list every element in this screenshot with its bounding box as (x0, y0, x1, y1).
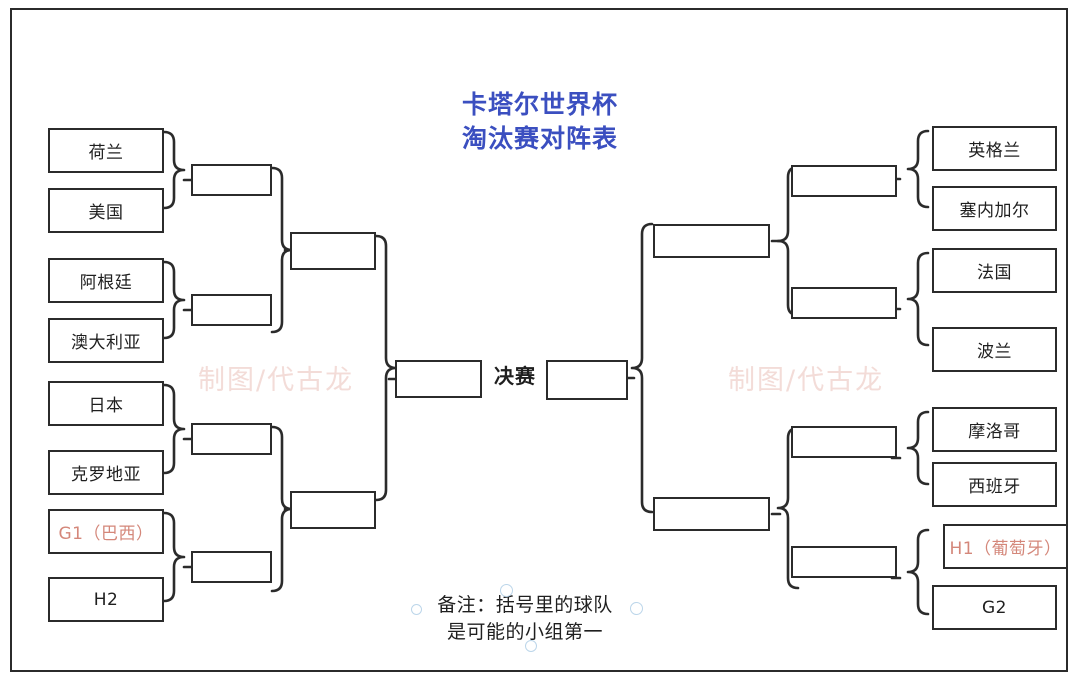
team-box-france[interactable]: 法国 (932, 248, 1057, 293)
watermark-right: 制图/代古龙 (728, 365, 885, 396)
footnote-line-2: 是可能的小组第一 (446, 621, 603, 643)
right-quarterfinal-box-3[interactable] (791, 426, 897, 458)
left-finalist-box[interactable] (395, 360, 482, 398)
right-semifinal-box-1[interactable] (653, 224, 770, 258)
team-box-argentina[interactable]: 阿根廷 (48, 258, 164, 303)
team-box-g1-brazil[interactable]: G1（巴西） (48, 509, 164, 554)
right-semifinal-box-2[interactable] (653, 497, 770, 531)
team-box-poland[interactable]: 波兰 (932, 327, 1057, 372)
final-label: 决赛 (494, 364, 536, 388)
team-box-h2[interactable]: H2 (48, 577, 164, 622)
left-quarterfinal-box-3[interactable] (191, 423, 272, 455)
title-line-1: 卡塔尔世界杯 (461, 90, 618, 119)
footnote-line-1: 备注：括号里的球队 (437, 594, 613, 616)
decorative-circle-left (411, 604, 422, 615)
left-quarterfinal-box-4[interactable] (191, 551, 272, 583)
team-box-senegal[interactable]: 塞内加尔 (932, 186, 1057, 231)
team-box-japan[interactable]: 日本 (48, 381, 164, 426)
decorative-circle-top (500, 584, 513, 597)
right-quarterfinal-box-1[interactable] (791, 165, 897, 197)
right-quarterfinal-box-2[interactable] (791, 287, 897, 319)
title-line-2: 淘汰赛对阵表 (461, 124, 618, 153)
left-quarterfinal-box-1[interactable] (191, 164, 272, 196)
team-box-croatia[interactable]: 克罗地亚 (48, 450, 164, 495)
team-box-spain[interactable]: 西班牙 (932, 462, 1057, 507)
decorative-circle-bottom (525, 640, 537, 652)
decorative-circle-right (630, 602, 643, 615)
page-title: 卡塔尔世界杯 淘汰赛对阵表 (390, 88, 690, 156)
team-box-england[interactable]: 英格兰 (932, 126, 1057, 171)
left-semifinal-box-1[interactable] (290, 232, 376, 270)
left-semifinal-box-2[interactable] (290, 491, 376, 529)
right-quarterfinal-box-4[interactable] (791, 546, 897, 578)
team-box-h1-portugal[interactable]: H1（葡萄牙） (943, 524, 1068, 569)
watermark-left: 制图/代古龙 (198, 365, 355, 396)
footnote: 备注：括号里的球队 是可能的小组第一 (395, 592, 655, 646)
left-quarterfinal-box-2[interactable] (191, 294, 272, 326)
outer-frame (10, 8, 1068, 672)
team-box-netherlands[interactable]: 荷兰 (48, 128, 164, 173)
team-box-g2[interactable]: G2 (932, 585, 1057, 630)
right-finalist-box[interactable] (546, 360, 628, 400)
team-box-usa[interactable]: 美国 (48, 188, 164, 233)
team-box-australia[interactable]: 澳大利亚 (48, 318, 164, 363)
team-box-morocco[interactable]: 摩洛哥 (932, 407, 1057, 452)
